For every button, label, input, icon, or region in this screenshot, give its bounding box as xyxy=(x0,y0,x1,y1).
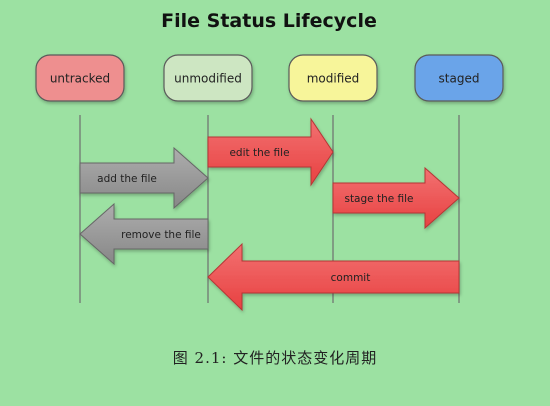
state-label-unmodified: unmodified xyxy=(174,72,242,86)
figure-caption: 图 2.1: 文件的状态变化周期 xyxy=(172,349,378,367)
arrow-label-edit-the-file: edit the file xyxy=(229,147,289,159)
arrow-label-add-the-file: add the file xyxy=(97,173,157,185)
state-box-modified xyxy=(288,54,378,102)
state-staged xyxy=(414,54,504,102)
arrow-edit-the-file xyxy=(207,117,334,187)
arrow-commit xyxy=(207,242,460,312)
arrow-add-the-file xyxy=(79,146,209,210)
diagram-title: File Status Lifecycle xyxy=(161,10,377,32)
arrow-label-commit: commit xyxy=(331,272,371,284)
state-box-staged xyxy=(414,54,504,102)
arrow-label-stage-the-file: stage the file xyxy=(344,193,413,205)
state-unmodified xyxy=(163,54,253,102)
state-box-unmodified xyxy=(163,54,253,102)
state-label-staged: staged xyxy=(439,72,480,86)
arrow-label-remove-the-file: remove the file xyxy=(121,229,201,241)
arrow-stage-the-file xyxy=(332,166,460,230)
state-modified xyxy=(288,54,378,102)
lifecycle-diagram: untracked unmodified modified staged edit t… xyxy=(35,54,504,312)
arrow-remove-the-file xyxy=(79,202,209,266)
state-box-untracked xyxy=(35,54,125,102)
state-label-untracked: untracked xyxy=(50,72,110,86)
state-untracked xyxy=(35,54,125,102)
state-label-modified: modified xyxy=(307,72,360,86)
